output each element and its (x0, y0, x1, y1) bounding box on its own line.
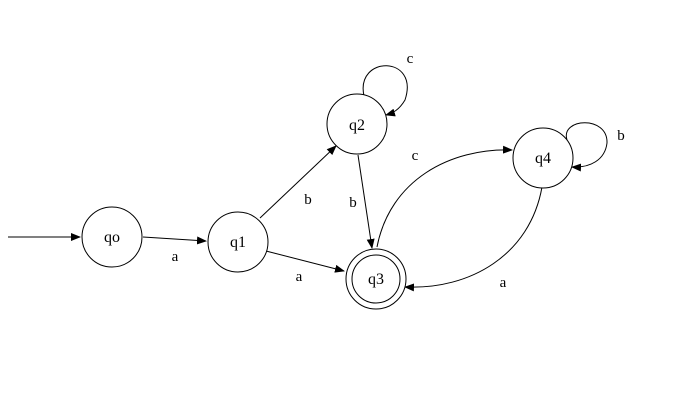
label-q4-loop: b (617, 128, 625, 144)
state-q4: q4 (512, 127, 574, 189)
label-q1-q3: a (296, 269, 303, 285)
state-q3-accepting: q3 (345, 248, 407, 310)
state-label: q3 (368, 271, 384, 288)
edge-q0-q1 (142, 236, 207, 245)
state-circle (81, 206, 143, 268)
loop-q4 (565, 122, 608, 172)
edge-q4-q3 (404, 186, 543, 292)
state-label: q1 (230, 234, 246, 251)
loop-q2 (362, 65, 408, 117)
edge-q2-q3 (357, 154, 375, 249)
state-q2: q2 (326, 93, 388, 155)
state-label: qo (104, 229, 120, 246)
state-label: q2 (349, 117, 365, 134)
label-q2-loop: c (407, 51, 414, 67)
label-q4-q3: a (500, 275, 507, 291)
state-q1: q1 (207, 211, 269, 273)
state-label: q4 (535, 150, 551, 167)
state-circle (512, 127, 574, 189)
state-circle (326, 93, 388, 155)
edge-q1-q3 (265, 250, 345, 273)
state-inner-circle (351, 254, 401, 304)
edge-q3-q4 (376, 145, 513, 248)
label-q3-q4: c (412, 148, 419, 164)
state-circle (207, 211, 269, 273)
label-q0-q1: a (172, 249, 179, 265)
label-q1-q2: b (304, 192, 312, 208)
state-q0: qo (81, 206, 143, 268)
edge-q1-q2 (259, 145, 337, 219)
label-q2-q3: b (349, 195, 357, 211)
